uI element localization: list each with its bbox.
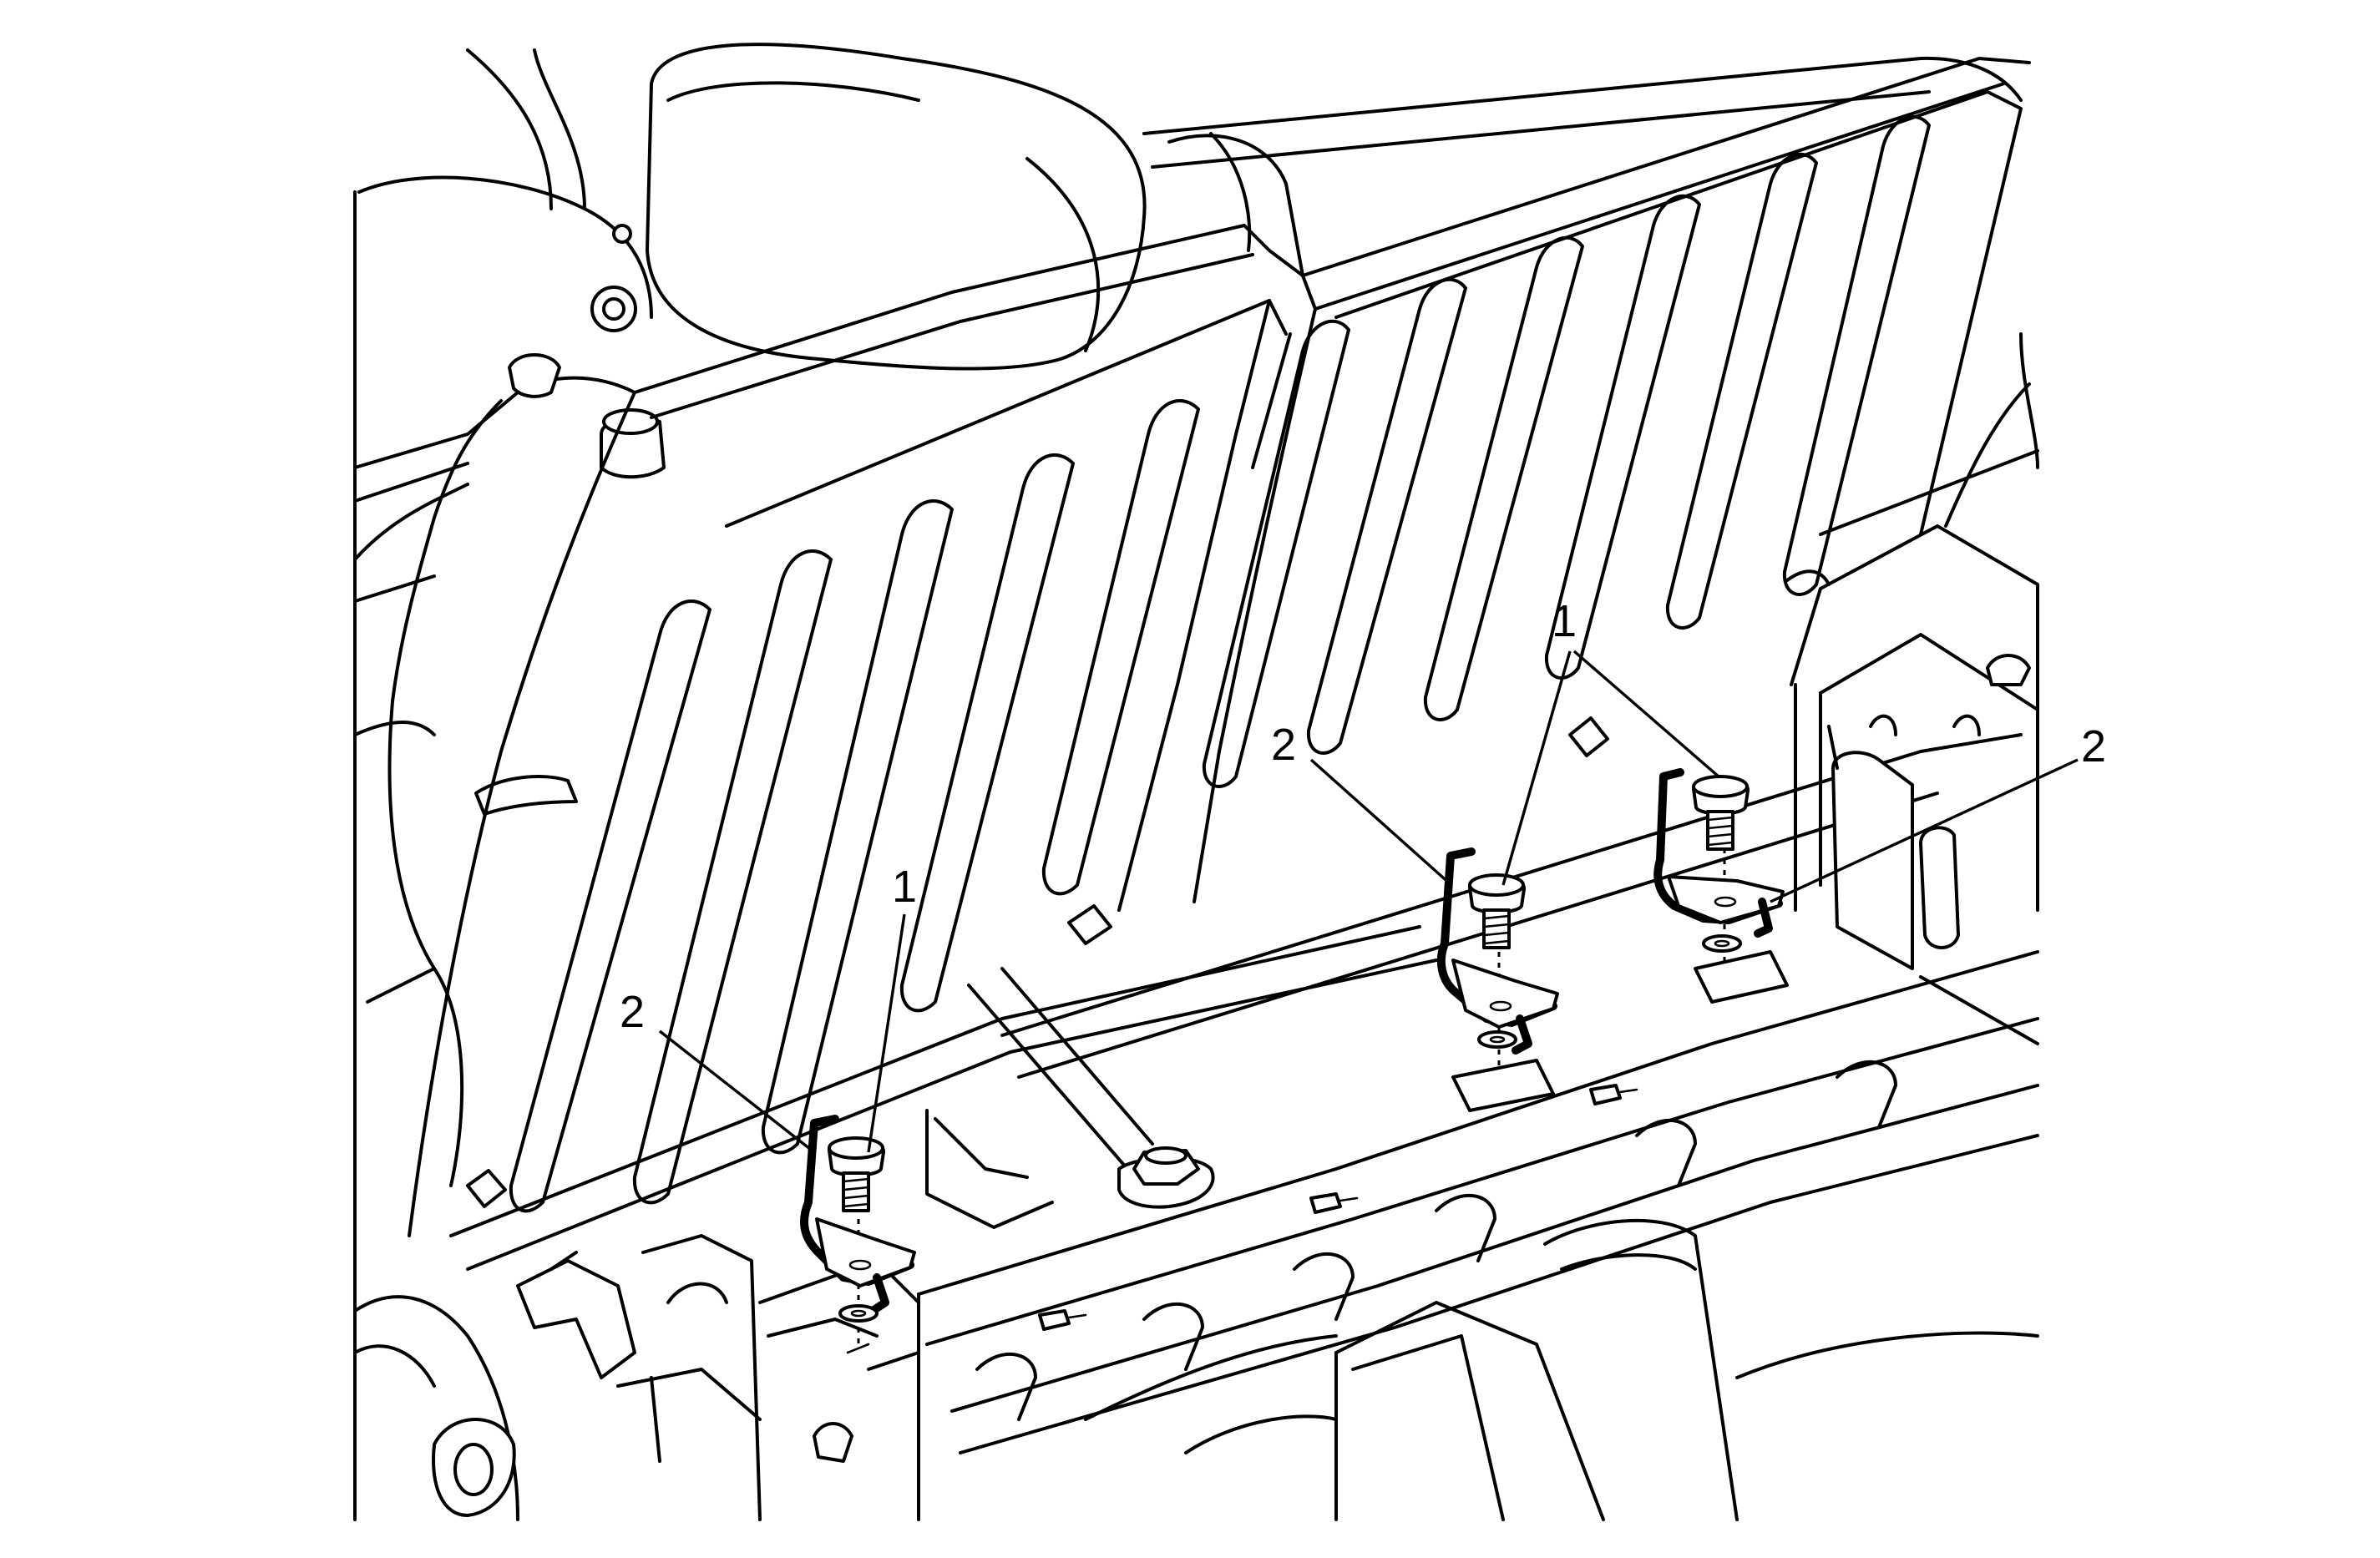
- left-quarter-trim: [353, 190, 666, 1521]
- bracket-assembly-right: [1653, 768, 1789, 1004]
- callout-labels: 1 2 2 1 2: [620, 596, 2106, 1037]
- rear-bulkhead-panel: [408, 56, 2031, 1271]
- bracket-assembly-left: [800, 1115, 916, 1354]
- callout-bracket-left: 2: [620, 987, 645, 1037]
- leader-bolt-right: [1572, 650, 1720, 778]
- callout-bolt-left: 1: [892, 862, 917, 912]
- lower-left-wheelhouse: [353, 1234, 920, 1521]
- leader-bolt-left: [867, 913, 906, 1153]
- seat-headrest: [357, 43, 1147, 371]
- callout-bracket-right: 2: [2081, 721, 2106, 771]
- floor-screws: [1038, 1084, 1638, 1331]
- leader-bracket-middle: [1309, 758, 1453, 887]
- leader-bolt-middle: [1501, 650, 1572, 886]
- right-storage-box: [1785, 332, 2039, 1045]
- lower-right-duct: [1184, 1218, 2039, 1521]
- floor-crossmember: [917, 950, 2039, 1521]
- leader-bracket-right: [1770, 758, 2079, 903]
- center-strut: [925, 967, 1215, 1229]
- bracket-assembly-middle: [1436, 847, 1559, 1112]
- leader-lines: [658, 650, 2079, 1154]
- leader-bracket-left: [658, 1029, 816, 1154]
- callout-bolt-middle-right: 1: [1552, 596, 1577, 646]
- callout-bracket-middle: 2: [1271, 720, 1296, 770]
